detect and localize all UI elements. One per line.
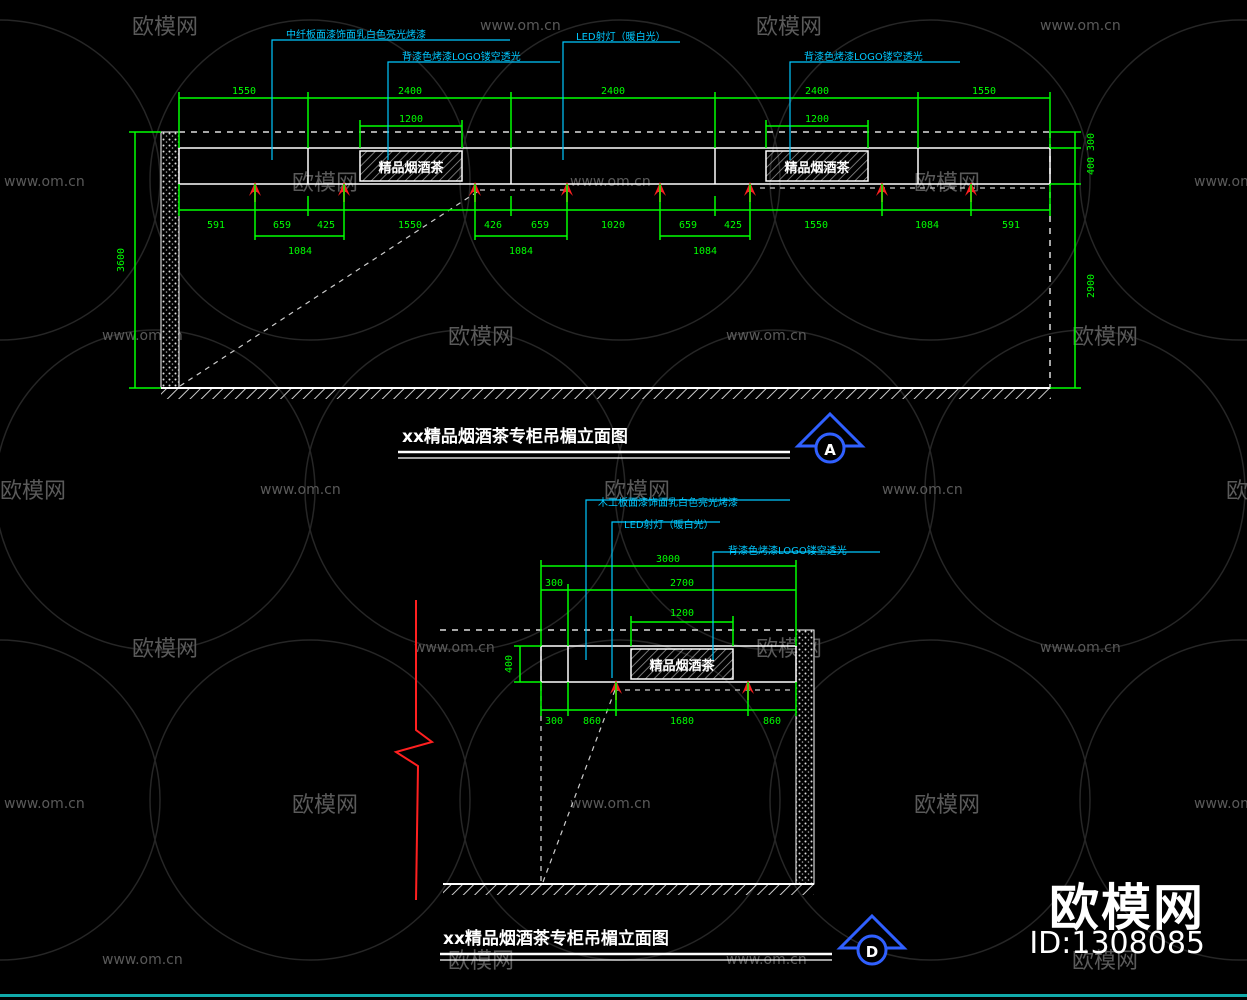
watermark-brand: 欧模网 — [448, 325, 514, 350]
dim-label: 1680 — [670, 716, 694, 727]
dim-label: 1550 — [972, 86, 996, 97]
dim-label: 300 — [545, 578, 563, 589]
dim-label: 659 — [273, 220, 291, 231]
dim-label: 659 — [679, 220, 697, 231]
dim-label: 1200 — [670, 608, 694, 619]
dim-label: 1084 — [693, 246, 717, 257]
watermark-brand: 欧模网 — [292, 793, 358, 818]
watermark-url: www.om.cn — [414, 640, 495, 656]
callout-text: 背漆色烤漆LOGO镂空透光 — [728, 544, 847, 557]
dim-label: 591 — [207, 220, 225, 231]
watermark-url: www.om.cn — [260, 482, 341, 498]
callouts-a: 中纤板面漆饰面乳白色亮光烤漆 背漆色烤漆LOGO镂空透光 LED射灯（暖白光） … — [286, 28, 923, 63]
watermark-url: www.om.cn — [4, 796, 85, 812]
dim-label: 1200 — [805, 114, 829, 125]
watermark-url: www.om.cn — [4, 174, 85, 190]
right-wall — [795, 629, 815, 885]
dim-label: 591 — [1002, 220, 1020, 231]
dim-label: 2900 — [1086, 274, 1097, 298]
dim-label: 1084 — [915, 220, 939, 231]
floor-hatch — [443, 884, 814, 895]
watermark-brand: 欧模网 — [132, 637, 198, 662]
dim-label: 2400 — [398, 86, 422, 97]
dim-label: 1020 — [601, 220, 625, 231]
drawing-title: xx精品烟酒茶专柜吊楣立面图 — [402, 426, 628, 447]
dim-label: 425 — [317, 220, 335, 231]
drawing-title: xx精品烟酒茶专柜吊楣立面图 — [443, 928, 669, 949]
left-wall — [160, 131, 180, 389]
watermark-brand: 欧模网 — [1072, 949, 1138, 974]
watermark-brand: 欧模网 — [756, 15, 822, 40]
watermark-url: www.om.cn — [1194, 174, 1247, 190]
break-line — [393, 600, 435, 901]
watermark-brand: 欧模网 — [1226, 479, 1247, 504]
watermark-url: www.om.cn — [882, 482, 963, 498]
dim-label: 3600 — [116, 248, 127, 272]
callout-text: LED射灯（暖白光） — [576, 30, 666, 43]
bottom-border — [0, 994, 1247, 997]
dim-label: 860 — [583, 716, 601, 727]
callouts-d: 木工板面漆饰面乳白色亮光烤漆 LED射灯（暖白光） 背漆色烤漆LOGO镂空透光 — [598, 496, 847, 557]
section-marker-a: A — [794, 411, 866, 464]
dimension-labels-a: 1550 2400 2400 2400 1550 1200 1200 591 6… — [116, 86, 1097, 298]
dim-label: 300 — [1086, 133, 1097, 151]
logo-sign-box — [359, 150, 463, 182]
dim-label: 2700 — [670, 578, 694, 589]
dim-label: 860 — [763, 716, 781, 727]
watermark-url: www.om.cn — [570, 174, 651, 190]
watermark-url: www.om.cn — [1194, 796, 1247, 812]
watermark-url: www.om.cn — [1040, 18, 1121, 34]
watermark-url: www.om.cn — [570, 796, 651, 812]
floor-hatch — [161, 388, 1051, 399]
elevation-drawing-a: 精品烟酒茶 精品烟酒茶 — [116, 28, 1097, 464]
dim-label: 3000 — [656, 554, 680, 565]
callout-text: 背漆色烤漆LOGO镂空透光 — [402, 50, 521, 63]
dim-label: 1084 — [288, 246, 312, 257]
watermark-url: www.om.cn — [102, 952, 183, 968]
fascia-board — [178, 147, 1051, 185]
dim-label: 1084 — [509, 246, 533, 257]
watermark-background — [0, 19, 1247, 961]
dim-label: 1550 — [398, 220, 422, 231]
dim-label: 2400 — [601, 86, 625, 97]
callout-text: 中纤板面漆饰面乳白色亮光烤漆 — [286, 28, 426, 41]
dim-label: 659 — [531, 220, 549, 231]
logo-sign-box — [630, 648, 734, 680]
marker-label: D — [866, 943, 878, 961]
section-marker-d: D — [836, 913, 908, 966]
dim-label: 1200 — [399, 114, 423, 125]
watermark-brand-large: 欧模网 — [1049, 879, 1205, 937]
callout-text: 背漆色烤漆LOGO镂空透光 — [804, 50, 923, 63]
elevation-drawing-d: 精品烟酒茶 3000 2700 300 — [393, 496, 908, 966]
marker-label: A — [824, 441, 836, 459]
watermark-brand: 欧模网 — [1072, 325, 1138, 350]
dim-label: 1550 — [232, 86, 256, 97]
dim-label: 1550 — [804, 220, 828, 231]
dim-label: 400 — [1086, 157, 1097, 175]
watermark-id: ID:1308085 — [1029, 926, 1205, 961]
watermark-url: www.om.cn — [480, 18, 561, 34]
dim-label: 300 — [545, 716, 563, 727]
watermark-url: www.om.cn — [726, 328, 807, 344]
logo-sign-box — [765, 150, 869, 182]
watermark-url: www.om.cn — [1040, 640, 1121, 656]
watermark-brand: 欧模网 — [0, 479, 66, 504]
callout-text: 木工板面漆饰面乳白色亮光烤漆 — [598, 496, 738, 509]
dim-label: 2400 — [805, 86, 829, 97]
sign-text: 精品烟酒茶 — [378, 160, 444, 176]
watermark-brand: 欧模网 — [914, 793, 980, 818]
dim-label: 425 — [724, 220, 742, 231]
sign-text: 精品烟酒茶 — [784, 160, 850, 176]
sign-text: 精品烟酒茶 — [649, 658, 715, 674]
dim-label: 426 — [484, 220, 502, 231]
led-spotlights-d — [610, 680, 754, 700]
dim-label: 400 — [504, 655, 515, 673]
fascia-board — [540, 645, 797, 683]
dimension-labels-d: 3000 2700 300 1200 400 300 860 1680 860 — [504, 554, 781, 727]
watermark-logos: 欧模网 欧模网 www.om.cn www.om.cn www.om.cn 欧模… — [0, 15, 1247, 974]
watermark-brand: 欧模网 — [132, 15, 198, 40]
callout-text: LED射灯（暖白光） — [624, 518, 714, 531]
